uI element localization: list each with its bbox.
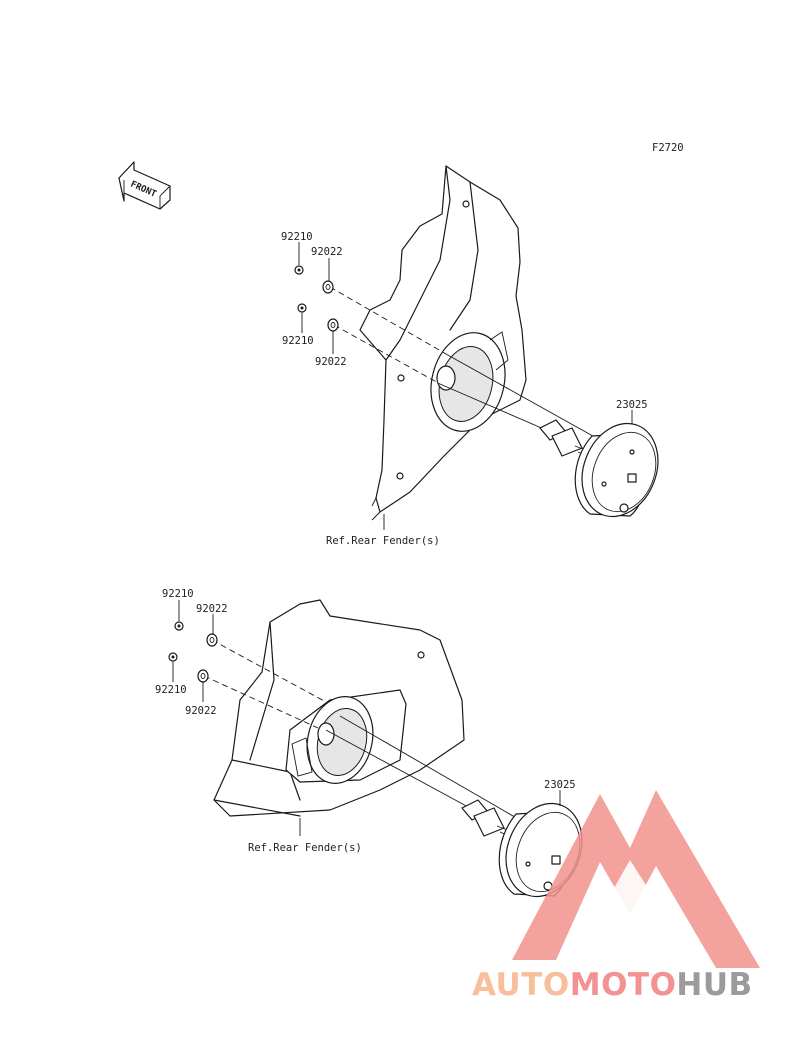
- watermark-hub: HUB: [676, 967, 752, 1003]
- svg-text:AUTOMOTOHUB: AUTOMOTOHUB: [472, 967, 753, 1003]
- lower-label-reference: Ref.Rear Fender(s): [248, 842, 362, 854]
- watermark-auto: AUTO: [472, 967, 570, 1003]
- upper-label-nut-top: 92210: [281, 231, 313, 243]
- lower-washer-bottom: [197, 669, 209, 683]
- upper-label-washer-bottom: 92022: [315, 356, 347, 368]
- lower-label-washer-top: 92022: [196, 603, 228, 615]
- upper-nut-bottom: [297, 303, 307, 313]
- upper-label-washer-top: 92022: [311, 246, 343, 258]
- watermark-moto: MOTO: [570, 967, 677, 1003]
- upper-label-reference: Ref.Rear Fender(s): [326, 535, 440, 547]
- upper-label-light: 23025: [616, 399, 648, 411]
- lower-assembly: 92210 92022 92210 92022 23025 Ref.Rear F…: [155, 588, 583, 898]
- lower-label-light: 23025: [544, 779, 576, 791]
- upper-fender-bracket: [359, 165, 527, 521]
- front-arrow-icon: FRONT: [118, 161, 171, 210]
- upper-label-nut-bottom: 92210: [282, 335, 314, 347]
- watermark-triangle-icon: [512, 790, 760, 968]
- upper-washer-top: [322, 280, 334, 294]
- lower-nut-top: [174, 621, 184, 631]
- upper-washer-bottom: [327, 318, 339, 332]
- lower-nut-bottom: [168, 652, 178, 662]
- lower-washer-top: [206, 633, 218, 647]
- upper-assembly: 92210 92022 92210 92022 23025 Ref.Rear F…: [281, 165, 659, 547]
- figure-code: F2720: [652, 142, 684, 154]
- upper-connector: [539, 419, 597, 461]
- upper-tail-light: [574, 422, 659, 518]
- lower-label-nut-top: 92210: [162, 588, 194, 600]
- lower-label-nut-bottom: 92210: [155, 684, 187, 696]
- lower-label-washer-bottom: 92022: [185, 705, 217, 717]
- watermark-logo: AUTOMOTOHUB: [472, 790, 760, 1003]
- lower-fender: [213, 599, 465, 817]
- upper-nut-top: [294, 265, 304, 275]
- lower-connector: [461, 799, 519, 841]
